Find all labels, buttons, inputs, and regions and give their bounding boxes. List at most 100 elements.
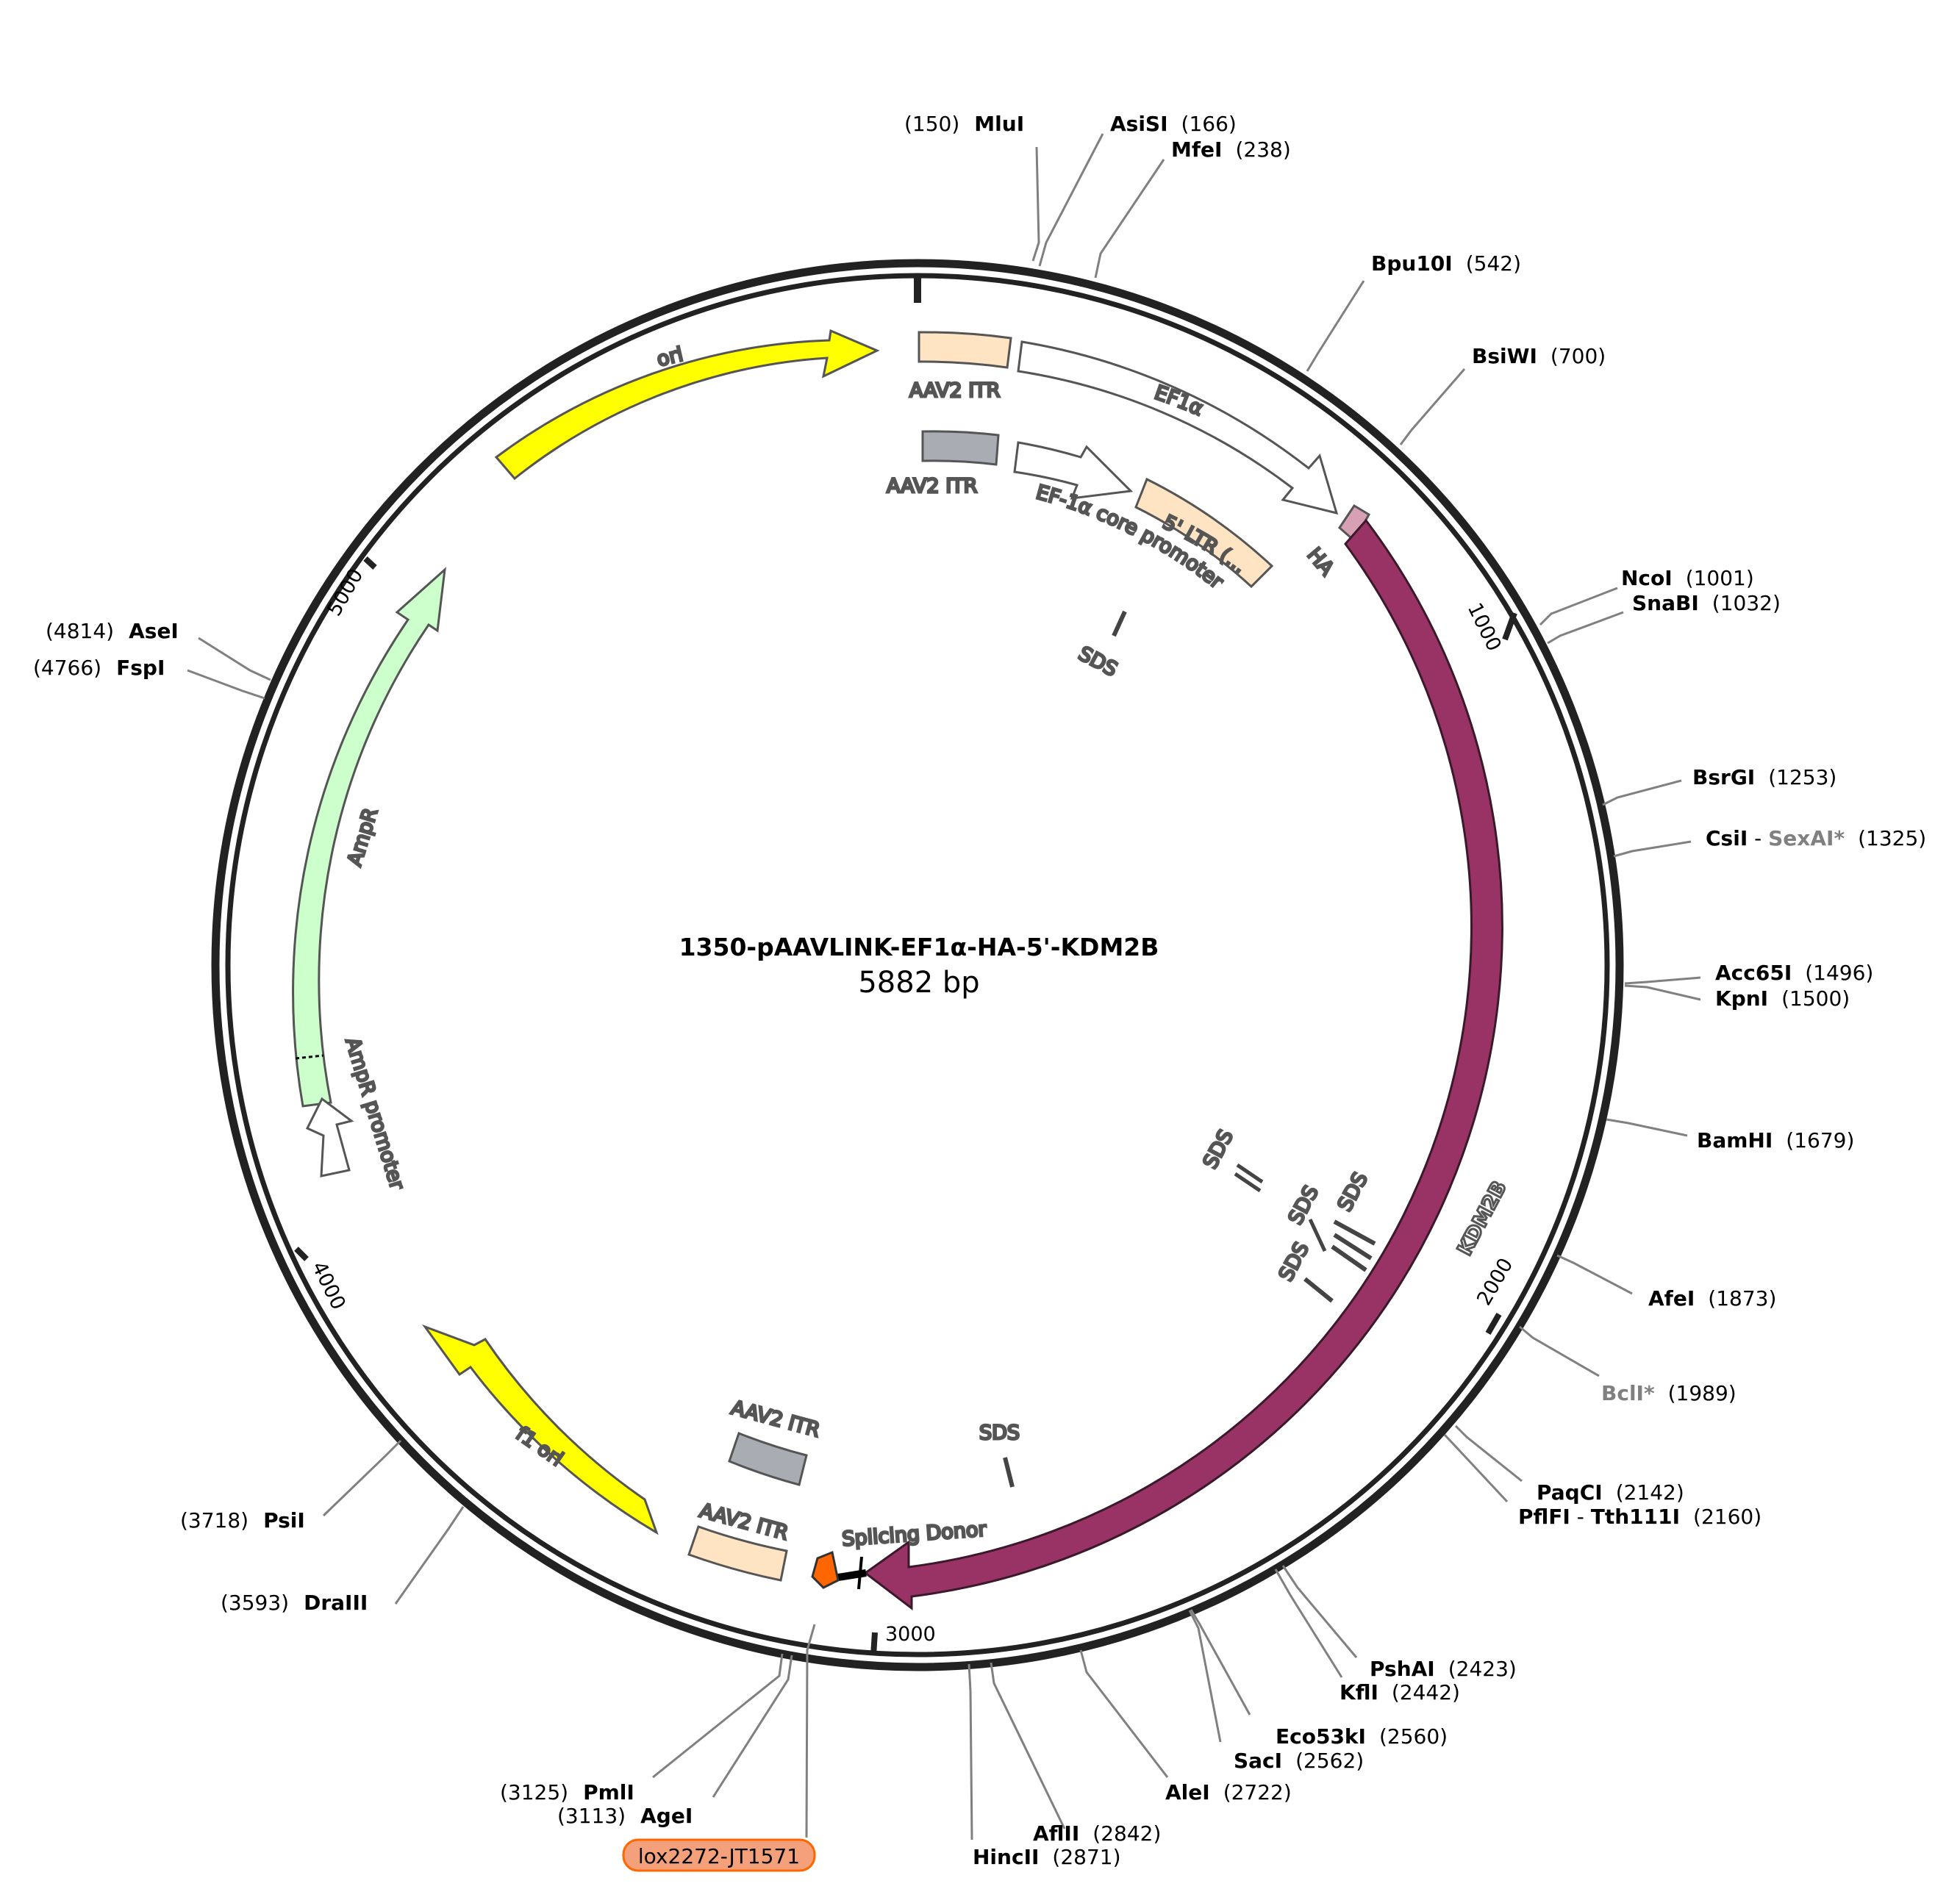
- lead-line: [652, 1653, 784, 1779]
- feature-aav2-itr-2: [921, 430, 1000, 466]
- lead-line: [1281, 1565, 1358, 1658]
- enzyme-label-bamhi: BamHI(1679): [1697, 1128, 1854, 1153]
- enzyme-label-mfei: MfeI(238): [1171, 137, 1291, 162]
- enzyme-label-bpu10i: Bpu10I(542): [1371, 251, 1521, 276]
- lead-line: [1454, 1424, 1523, 1483]
- lead-line: [1443, 1433, 1509, 1503]
- lead-line: [1038, 133, 1104, 267]
- enzyme-label-kfli: KflI(2442): [1340, 1680, 1460, 1705]
- feature-label-ampr: AmpR: [343, 806, 382, 869]
- tick-label-1000: 1000: [1463, 599, 1506, 654]
- lead-line: [1556, 1254, 1633, 1295]
- feature-sds-3d: [1331, 1244, 1367, 1272]
- feature-ampr: [292, 567, 446, 1108]
- enzyme-labels: (150)MluI AsiSI(166) MfeI(238) Bpu10I(54…: [33, 112, 1926, 1869]
- tick-label-3000: 3000: [885, 1623, 936, 1646]
- lead-line: [187, 669, 265, 700]
- lead-line: [1624, 984, 1701, 1001]
- feature-sds-1: [1112, 610, 1127, 637]
- feature-ampr-dotted: [295, 1054, 324, 1060]
- feature-label-ha: HA: [1303, 544, 1339, 581]
- lead-line: [1274, 1569, 1343, 1678]
- lead-line: [1188, 1610, 1222, 1743]
- enzyme-label-bsiwi: BsiWI(700): [1472, 344, 1606, 368]
- enzyme-label-mlui: (150)MluI: [904, 112, 1024, 136]
- center-title: 1350-pAAVLINK-EF1α-HA-5'-KDM2B 5882 bp: [679, 933, 1159, 1000]
- lead-line: [712, 1655, 793, 1798]
- feature-sds-2b: [1234, 1172, 1262, 1193]
- lead-line: [1190, 1609, 1251, 1716]
- feature-splicing-donor-tick: [857, 1556, 863, 1590]
- lead-line: [1094, 159, 1165, 279]
- feature-label-sds-2: SDS: [1199, 1126, 1238, 1172]
- scale-ticks: 1000 2000 3000 4000 5000: [294, 556, 1517, 1656]
- plasmid-size: 5882 bp: [858, 966, 979, 1000]
- feature-5-ltr: [1134, 477, 1274, 589]
- lead-line: [1399, 368, 1466, 445]
- feature-f1-ori: [421, 1324, 659, 1535]
- feature-label-sds-1: SDS: [1075, 642, 1121, 681]
- enzyme-label-acc65i: Acc65I(1496): [1715, 961, 1873, 985]
- feature-label-aav2-itr-1: AAV2 ITR: [909, 379, 1000, 402]
- lead-line: [198, 637, 271, 681]
- feature-sds-5: [1303, 1277, 1334, 1303]
- enzyme-label-csii-sexai: CsiI - SexAI*(1325): [1706, 826, 1926, 850]
- lead-line: [990, 1662, 1066, 1829]
- enzyme-label-kpni: KpnI(1500): [1715, 986, 1850, 1011]
- tick-1000: [1502, 612, 1517, 641]
- feature-label-sds-6: SDS: [979, 1422, 1020, 1444]
- lead-line: [394, 1506, 465, 1605]
- feature-aav2-itr-4: [687, 1525, 788, 1582]
- enzyme-label-pshai: PshAI(2423): [1370, 1657, 1517, 1681]
- tick-5000: [363, 556, 377, 570]
- enzyme-label-aflii: AflII(2842): [1033, 1821, 1161, 1846]
- backbone-outer-ring: [211, 259, 1624, 1671]
- feature-label-splicing-donor: Splicing Donor: [841, 1518, 987, 1551]
- enzyme-label-bcli: BclI*(1989): [1601, 1381, 1737, 1405]
- tick-label-2000: 2000: [1473, 1254, 1517, 1309]
- enzyme-label-asei: (4814)AseI: [46, 619, 179, 643]
- enzyme-label-pmli: (3125)PmlI: [500, 1780, 634, 1804]
- enzyme-label-bsrgi: BsrGI(1253): [1692, 765, 1836, 789]
- lox-label-pill: [622, 1838, 816, 1872]
- feature-sds-2: [1236, 1163, 1264, 1184]
- lead-line: [805, 1624, 816, 1838]
- lead-line: [1606, 1118, 1688, 1137]
- tick-3000: [870, 1632, 878, 1656]
- feature-label-ampr-promoter: AmpR promoter: [340, 1035, 409, 1193]
- enzyme-lead-lines: [187, 133, 1701, 1840]
- feature-ori: [494, 329, 880, 481]
- lead-line: [1306, 280, 1365, 372]
- tick-label-5000: 5000: [323, 564, 368, 620]
- enzyme-label-asisi: AsiSI(166): [1110, 112, 1237, 136]
- enzyme-label-afei: AfeI(1873): [1648, 1286, 1776, 1311]
- tick-2000: [1485, 1313, 1502, 1335]
- feature-sds-3: [1308, 1218, 1327, 1252]
- feature-label-sds-5: SDS: [1275, 1239, 1314, 1285]
- lead-line: [1031, 146, 1040, 262]
- feature-aav2-itr-1: [918, 331, 1012, 369]
- feature-ef1a-core-promoter: [1013, 441, 1134, 500]
- lead-line: [1547, 611, 1624, 645]
- tick-4000: [294, 1247, 309, 1261]
- feature-kdm2b: [863, 518, 1503, 1611]
- lead-line: [968, 1663, 973, 1840]
- backbone: [211, 259, 1624, 1671]
- enzyme-label-saci: SacI(2562): [1234, 1749, 1364, 1773]
- enzyme-label-snabi: SnaBI(1032): [1632, 591, 1781, 615]
- feature-label-aav2-itr-2: AAV2 ITR: [887, 475, 977, 498]
- lead-line: [1519, 1325, 1600, 1377]
- lead-line: [1624, 976, 1701, 985]
- lead-line: [1079, 1649, 1169, 1778]
- plasmid-name: 1350-pAAVLINK-EF1α-HA-5'-KDM2B: [679, 933, 1159, 961]
- lead-line: [1602, 779, 1682, 806]
- lead-line: [1539, 587, 1618, 626]
- enzyme-label-hincii: HincII(2871): [973, 1845, 1121, 1869]
- enzyme-label-pflfi-tth111i: PflFI - Tth111I(2160): [1518, 1505, 1762, 1529]
- lox-label-text: lox2272-JT1571: [638, 1844, 800, 1868]
- lead-line: [1613, 840, 1692, 858]
- feature-label-sds-4: SDS: [1334, 1169, 1373, 1215]
- enzyme-label-paqci: PaqCI(2142): [1537, 1480, 1684, 1505]
- enzyme-label-alei: AleI(2722): [1165, 1780, 1292, 1804]
